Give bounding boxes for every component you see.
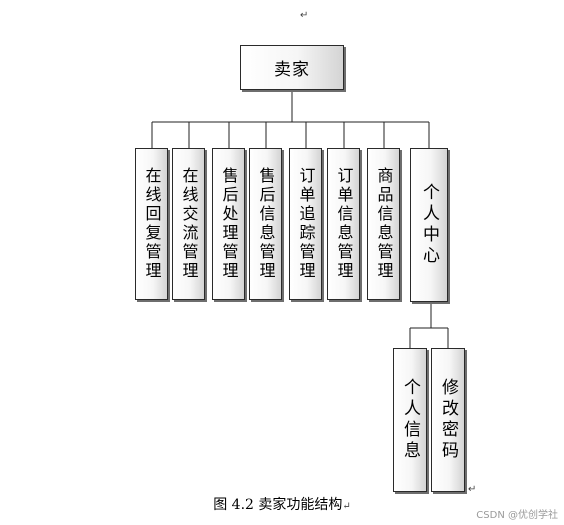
submodule-personal-info: 个人信息 — [393, 348, 427, 492]
module-after-sales-info-management: 售后信息管理 — [249, 148, 282, 300]
box-paragraph-mark: ↵ — [468, 484, 477, 495]
module-label: 售后信息管理 — [256, 167, 276, 281]
module-label: 在线交流管理 — [179, 167, 199, 281]
module-personal-center: 个人中心 — [410, 148, 448, 302]
watermark: CSDN @优创学社 — [476, 510, 558, 521]
module-label: 订单追踪管理 — [296, 167, 316, 281]
submodule-label: 个人信息 — [400, 378, 420, 462]
module-online-reply-management: 在线回复管理 — [135, 148, 168, 300]
module-label: 商品信息管理 — [374, 167, 394, 281]
submodule-change-password: 修改密码 — [431, 348, 465, 492]
module-label: 售后处理管理 — [219, 167, 239, 281]
paragraph-mark: ↵ — [300, 10, 309, 21]
figure-caption: 图 4.2 卖家功能结构↵ — [0, 494, 564, 514]
submodule-label: 修改密码 — [438, 378, 458, 462]
seller-root-label: 卖家 — [274, 60, 310, 80]
seller-root-node: 卖家 — [240, 45, 344, 90]
module-label: 订单信息管理 — [334, 167, 354, 281]
module-label: 在线回复管理 — [142, 167, 162, 281]
module-product-info-management: 商品信息管理 — [367, 148, 400, 300]
module-label: 个人中心 — [419, 183, 439, 267]
caption-paragraph-mark: ↵ — [342, 501, 351, 512]
module-order-info-management: 订单信息管理 — [327, 148, 360, 300]
figure-caption-text: 图 4.2 卖家功能结构 — [213, 497, 343, 513]
module-order-tracking-management: 订单追踪管理 — [289, 148, 322, 300]
module-after-sales-handling-management: 售后处理管理 — [212, 148, 245, 300]
module-online-chat-management: 在线交流管理 — [172, 148, 205, 300]
